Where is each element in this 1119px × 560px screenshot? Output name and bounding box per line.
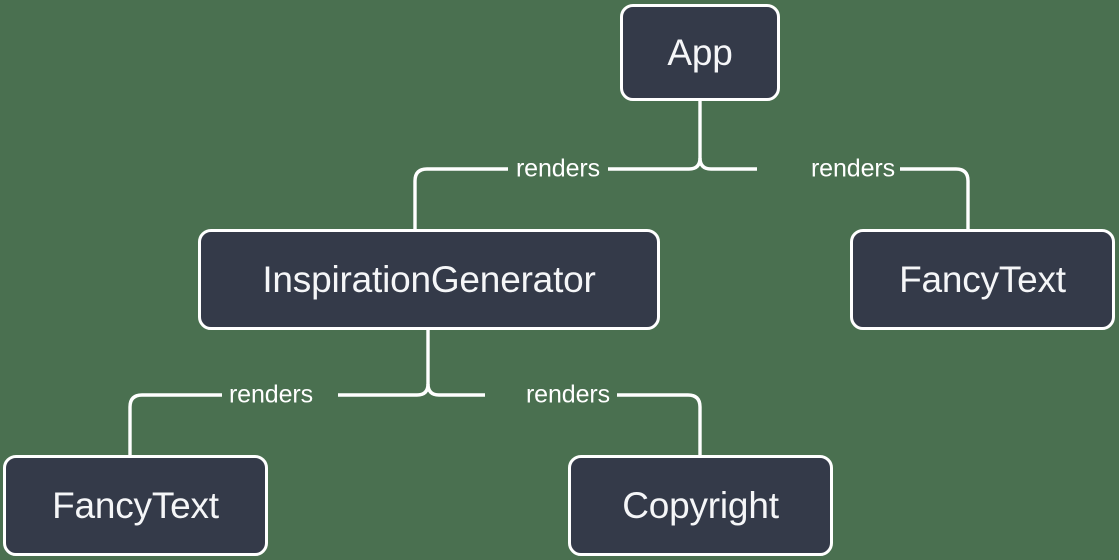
edge-label-app-inspiration-generator: renders [515,154,601,183]
edge-junction2-left [338,383,430,397]
edge-junction-left [608,157,702,171]
edge-app-inspgen [413,167,508,229]
node-fancy-text-right[interactable]: FancyText [850,229,1115,330]
edge-label-inspiration-generator-copyright: renders [525,380,611,409]
edge-label-app-fancy-text: renders [810,154,896,183]
edge-app-fancytext [900,167,970,229]
edge-label-inspiration-generator-fancy-text: renders [228,380,314,409]
node-app[interactable]: App [620,4,780,101]
edge-inspgen-copyright [617,393,702,455]
edge-junction2-right [426,383,485,397]
node-inspiration-generator[interactable]: InspirationGenerator [198,229,660,330]
edge-inspgen-fancytext [128,393,222,455]
node-fancy-text-bottom[interactable]: FancyText [3,455,268,556]
edge-junction-right [698,157,757,171]
node-copyright[interactable]: Copyright [568,455,833,556]
